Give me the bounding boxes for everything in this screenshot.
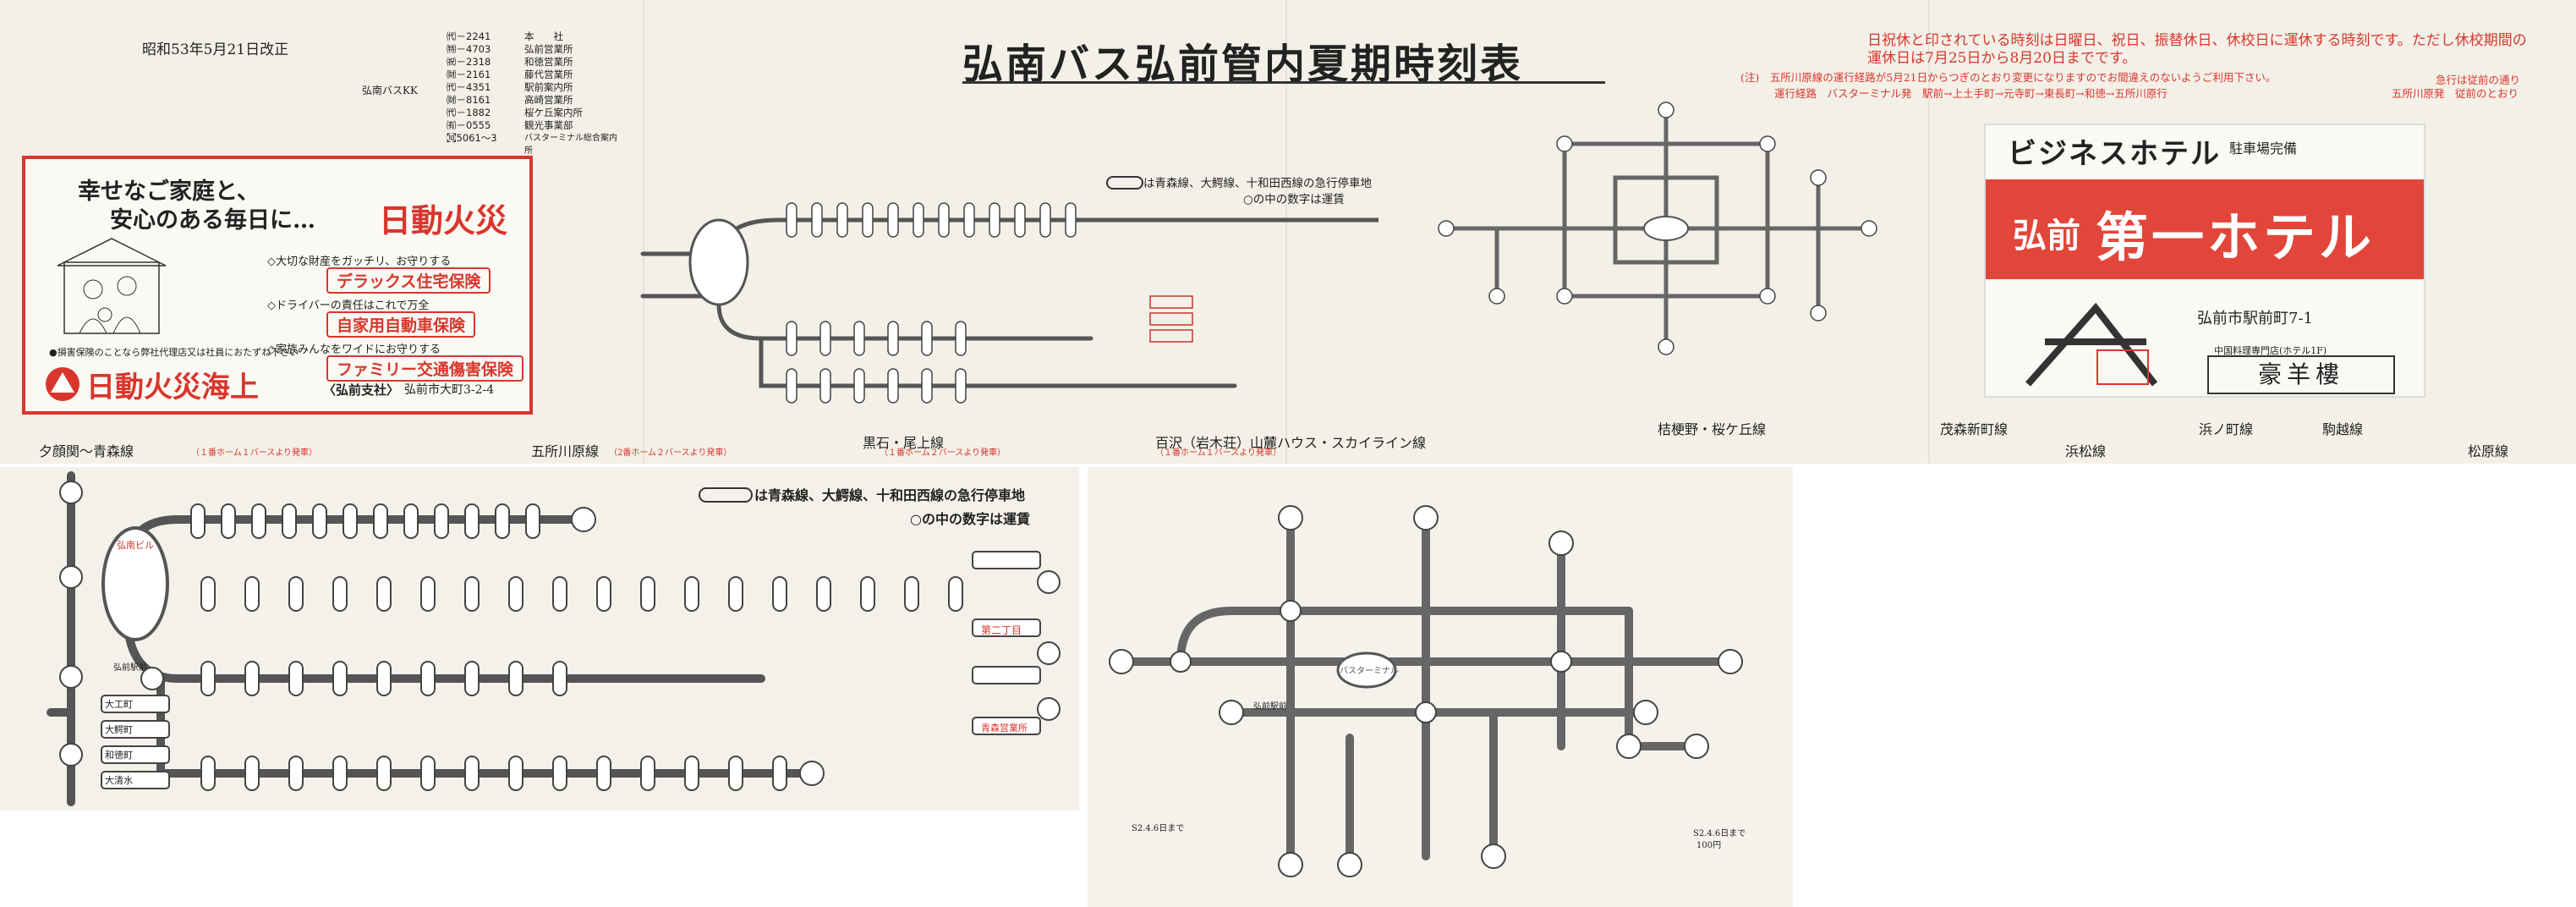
route-name: 茂森新町線 [1940, 421, 2009, 437]
fold-line [1928, 0, 1930, 464]
phone-list: ㈹－2241 本 社 ㈵－4703 弘前営業所 ㈷－2318 和徳営業所 ㈶－2161… [447, 30, 617, 157]
route-name: 松原線 [2468, 443, 2509, 459]
route-change-path: 運行経路 バスターミナル発 駅前→上土手町→元寺町→東長町→和徳→五所川原行 [1774, 87, 2168, 100]
fold-line [1285, 0, 1287, 464]
goshogawara-note: 五所川原発 従前のとおり [2392, 87, 2519, 100]
route-name: 駒越線 [2322, 421, 2364, 437]
holiday-notice: 日祝休と印されている時刻は日曜日、祝日、振替休日、休校日に運休する時刻です。ただ… [1867, 32, 2527, 67]
phone-office: 高崎営業所 [524, 94, 573, 106]
ad-product: ファミリー交通傷害保険 [326, 355, 524, 382]
hotel-banner: 弘前 第一ホテル [1986, 179, 2424, 279]
stop-label: 青森営業所 [981, 723, 1028, 734]
phone-number: ㈷－2318 [447, 56, 491, 68]
stop-label: 大清水 [105, 775, 133, 786]
stop-label: 第二丁目 [981, 624, 1022, 636]
route-name: 五所川原線 [531, 443, 600, 459]
legend-fare: ○の中の数字は運賃 [910, 511, 1030, 527]
page-title: 弘南バス弘前管内夏期時刻表 [962, 41, 1524, 88]
express-note: 急行は従前の通り [2436, 74, 2521, 86]
ad-logo-company: 日動火災海上 [86, 371, 259, 404]
route-diagram-top-left [640, 202, 1378, 404]
phone-number: ㈶－8161 [447, 94, 491, 106]
route-change-note: (注) 五所川原線の運行経路が5月21日からつぎのとおり変更になりますのでお間違… [1740, 71, 2277, 84]
route-note: （2番ホーム２バースより発車） [609, 448, 732, 458]
phone-office: バスターミナル総合案内所 [524, 134, 617, 156]
route-name: 浜ノ町線 [2199, 421, 2254, 437]
nichido-logo-icon [46, 367, 79, 401]
phone-office: 観光事業部 [524, 119, 573, 131]
bottom-note: S2.4.6日まで [1693, 829, 1746, 838]
ad-headline-1: 幸せなご家庭と、 [78, 179, 260, 205]
timetable-top-sheet: 昭和53年5月21日改正 弘南バスKK ㈹－2241 本 社 ㈵－4703 弘前営業… [0, 0, 2576, 464]
date-revised: 昭和53年5月21日改正 [142, 41, 289, 58]
phone-office: 和徳営業所 [524, 56, 573, 68]
route-diagram-top-right [1438, 102, 1877, 355]
stop-label: 和徳町 [105, 750, 133, 761]
ad-item-text: ◇ドライバーの責任はこれで万全 [267, 300, 430, 312]
ad-branch-address: 弘前市大町3-2-4 [404, 383, 495, 397]
hotel-parking: 駐車場完備 [2229, 140, 2298, 157]
title-underline [962, 81, 1605, 84]
phone-number: ㈵－4703 [447, 43, 491, 55]
svg-text:弘南ビル: 弘南ビル [117, 540, 154, 551]
ad-item-text: ◇家族みんなをワイドにお守りする [267, 344, 441, 356]
hotel-address: 弘前市駅前町7-1 [2197, 310, 2313, 327]
phone-office: 本 社 [524, 30, 563, 42]
route-map-left: 弘南ビル [47, 471, 1061, 806]
stop-label: 大鰐町 [105, 724, 133, 735]
fold-line [643, 0, 644, 464]
phone-number: ㈲－0555 [447, 119, 491, 131]
legend-express: は青森線、大鰐線、十和田西線の急行停車地 [1143, 177, 1372, 190]
legend-fare: ○の中の数字は運賃 [1243, 193, 1345, 206]
phone-number: ㉈5061～3 [447, 132, 497, 144]
route-name: 桔梗野・桜ケ丘線 [1658, 421, 1767, 437]
fare-example: 100円 [1696, 841, 1722, 850]
hotel-name: 第一ホテル [2096, 209, 2376, 267]
route-name: 夕顔関～青森線 [39, 443, 134, 459]
bottom-note: S2.4.6日まで [1132, 824, 1185, 833]
route-name: 百沢（岩木荘）山麓ハウス・スカイライン線 [1155, 435, 1427, 451]
phone-number: ㈹－1882 [447, 107, 491, 118]
express-legend-pill-icon [699, 487, 753, 503]
ad-branch: 〈弘前支社〉 [323, 382, 400, 398]
ad-footnote: ●損害保険のことなら弊社代理店又は社員におたずね下さい [49, 347, 299, 358]
terminal-label: バスターミナル [1340, 667, 1399, 676]
insurance-ad: 幸せなご家庭と、 安心のある毎日に… 日動火災 ◇大切な財産をガッチリ、お守りす… [22, 156, 533, 415]
phone-number: ㈹－2241 [447, 30, 491, 42]
ad-headline-2: 安心のある毎日に… [110, 207, 315, 234]
phone-office: 藤代営業所 [524, 69, 573, 80]
hotel-location-map-icon [2025, 302, 2158, 387]
phone-office: 桜ケ丘案内所 [524, 107, 583, 118]
hotel-tagline: ビジネスホテル [2008, 138, 2221, 170]
station-label: 弘前駅前 [1253, 702, 1287, 712]
station-label: 弘前駅前 [113, 663, 147, 673]
phone-number: ㈹－4351 [447, 81, 491, 93]
ad-product: デラックス住宅保険 [326, 267, 491, 294]
route-note: （１番ホーム１バースより発車） [1155, 448, 1281, 458]
family-illustration [57, 238, 167, 334]
route-note: （１番ホーム２バースより発車） [880, 448, 1006, 458]
route-name: 浜松線 [2065, 443, 2107, 459]
restaurant-note: 中国料理専門店(ホテル1F) [2214, 345, 2327, 356]
stop-label: 大工町 [105, 699, 133, 710]
hotel-prefix: 弘前 [2013, 217, 2080, 255]
phone-office: 弘前営業所 [524, 43, 573, 55]
restaurant-name: 豪羊樓 [2207, 355, 2395, 394]
legend-express: は青森線、大鰐線、十和田西線の急行停車地 [754, 487, 1026, 503]
phone-number: ㈶－2161 [447, 69, 491, 80]
hotel-ad: ビジネスホテル 駐車場完備 弘前 第一ホテル 弘前市駅前町7-1 中国料理専門店… [1984, 124, 2425, 398]
route-note: （１番ホーム１バースより発車） [191, 448, 317, 458]
ad-product: 自家用自動車保険 [326, 311, 476, 338]
route-name: 黒石・尾上線 [863, 435, 945, 451]
route-map-right [1109, 505, 1743, 877]
ad-brand: 日動火災 [379, 201, 508, 239]
route-diagram-sheet-right: バスターミナル 弘前駅前 S2.4.6日まで S2.4.6日まで 100円 [1088, 467, 1793, 907]
route-diagram-sheet-left: は青森線、大鰐線、十和田西線の急行停車地 ○の中の数字は運賃 弘南ビル [0, 467, 1079, 811]
phone-office: 駅前案内所 [524, 81, 573, 93]
company-name: 弘南バスKK [362, 85, 418, 96]
express-legend-pill-icon [1106, 176, 1143, 190]
ad-item-text: ◇大切な財産をガッチリ、お守りする [267, 256, 452, 268]
